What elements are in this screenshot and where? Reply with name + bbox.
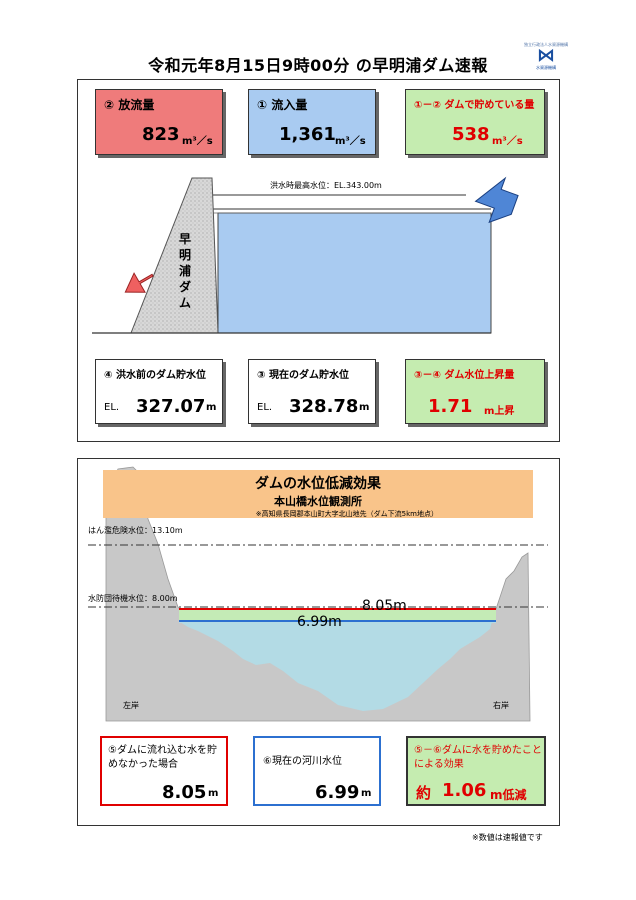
- current-river-card: ⑥現在の河川水位 6.99 m: [253, 736, 381, 806]
- rise-label: ③－④ ダム水位上昇量: [414, 370, 515, 381]
- outflow-label: ② 放流量: [104, 98, 155, 112]
- effect-card: ⑤－⑥ダムに水を貯めたことによる効果 約 1.06 m低減: [406, 736, 546, 806]
- dam-name-vertical: 早 明 浦 ダ ム: [178, 231, 192, 311]
- danger-level-label: はん濫危険水位：13.10m: [88, 526, 183, 535]
- rise-value: 1.71: [428, 396, 473, 417]
- storage-unit: m³／s: [492, 136, 523, 147]
- dam-diagram: [92, 176, 519, 334]
- before-level-value: 327.07: [136, 396, 206, 417]
- footer-note: ※数値は速報値です: [472, 833, 543, 842]
- storage-label: ①－② ダムで貯めている量: [414, 100, 535, 111]
- dam-name-char: ダ: [178, 280, 191, 294]
- reservoir-water: [217, 212, 492, 334]
- outflow-value: 823: [142, 124, 180, 145]
- current-river-card-unit: m: [361, 788, 372, 799]
- before-level-unit: m: [206, 402, 217, 413]
- logo-bottom-text: 水資源機構: [536, 65, 556, 70]
- effect-value: 1.06: [442, 780, 487, 801]
- dam-name-char: 明: [178, 248, 191, 262]
- dam-body: [130, 177, 219, 334]
- inflow-unit: m³／s: [335, 136, 366, 147]
- current-river-label: ⑥現在の河川水位: [263, 756, 342, 767]
- inflow-value: 1,361: [279, 124, 336, 145]
- river-water: [179, 609, 496, 711]
- logo-mark-icon: ⋈: [537, 45, 555, 66]
- without-dam-card: ⑤ダムに流れ込む水を貯めなかった場合 8.05 m: [100, 736, 228, 806]
- rise-card: ③－④ ダム水位上昇量 1.71 m上昇: [405, 359, 545, 424]
- standby-level-label: 水防団待機水位：8.00m: [88, 594, 178, 603]
- outflow-card: ② 放流量 823 m³／s: [95, 89, 223, 155]
- inflow-label: ① 流入量: [257, 98, 308, 112]
- right-bank-label: 右岸: [493, 701, 509, 710]
- banner-subtitle: 本山橋水位観測所: [274, 495, 362, 508]
- inflow-arrow-icon: [474, 176, 519, 224]
- org-logo: 独立行政法人水資源機構 ⋈ 水資源機構: [520, 42, 572, 82]
- current-river-level-value: 6.99m: [297, 614, 342, 630]
- dam-status-panel: [77, 79, 560, 442]
- current-level-card: ③ 現在のダム貯水位 EL. 328.78 m: [248, 359, 376, 424]
- outflow-arrow-icon: [124, 272, 154, 293]
- rise-unit: m上昇: [484, 406, 515, 417]
- banner-title: ダムの水位低減効果: [255, 476, 381, 492]
- effect-unit: m低減: [490, 788, 527, 802]
- left-bank-label: 左岸: [123, 701, 139, 710]
- dam-name-char: 早: [178, 232, 191, 246]
- current-level-label: ③ 現在のダム貯水位: [257, 370, 349, 381]
- storage-value: 538: [452, 124, 490, 145]
- before-level-card: ④ 洪水前のダム貯水位 EL. 327.07 m: [95, 359, 223, 424]
- without-dam-card-value: 8.05: [162, 782, 207, 803]
- without-dam-label: ⑤ダムに流れ込む水を貯めなかった場合: [108, 745, 217, 770]
- effect-label: ⑤－⑥ダムに水を貯めたことによる効果: [414, 745, 542, 770]
- current-river-card-value: 6.99: [315, 782, 360, 803]
- current-level-value: 328.78: [289, 396, 359, 417]
- level-difference-band: [179, 609, 496, 621]
- inflow-card: ① 流入量 1,361 m³／s: [248, 89, 376, 155]
- effect-prefix: 約: [416, 784, 432, 802]
- storage-card: ①－② ダムで貯めている量 538 m³／s: [405, 89, 545, 155]
- without-dam-card-unit: m: [208, 788, 219, 799]
- current-level-prefix: EL.: [257, 402, 273, 413]
- logo-top-text: 独立行政法人水資源機構: [524, 42, 568, 47]
- before-level-label: ④ 洪水前のダム貯水位: [104, 370, 206, 381]
- without-dam-level-value: 8.05m: [362, 598, 407, 614]
- before-level-prefix: EL.: [104, 402, 120, 413]
- flood-level-label: 洪水時最高水位：EL.343.00m: [270, 181, 382, 190]
- outflow-unit: m³／s: [182, 136, 213, 147]
- current-level-unit: m: [359, 402, 370, 413]
- effect-banner: ダムの水位低減効果 本山橋水位観測所 ※高知県長岡郡本山町大字北山地先（ダム下流…: [103, 470, 533, 518]
- river-cross-section: [88, 466, 548, 722]
- banner-note: ※高知県長岡郡本山町大字北山地先（ダム下流5km地点）: [255, 510, 438, 518]
- page-title: 令和元年8月15日9時00分 の早明浦ダム速報: [148, 56, 488, 75]
- dam-name-char: ム: [178, 296, 191, 310]
- dam-name-char: 浦: [178, 264, 191, 278]
- river-effect-panel: [77, 458, 560, 826]
